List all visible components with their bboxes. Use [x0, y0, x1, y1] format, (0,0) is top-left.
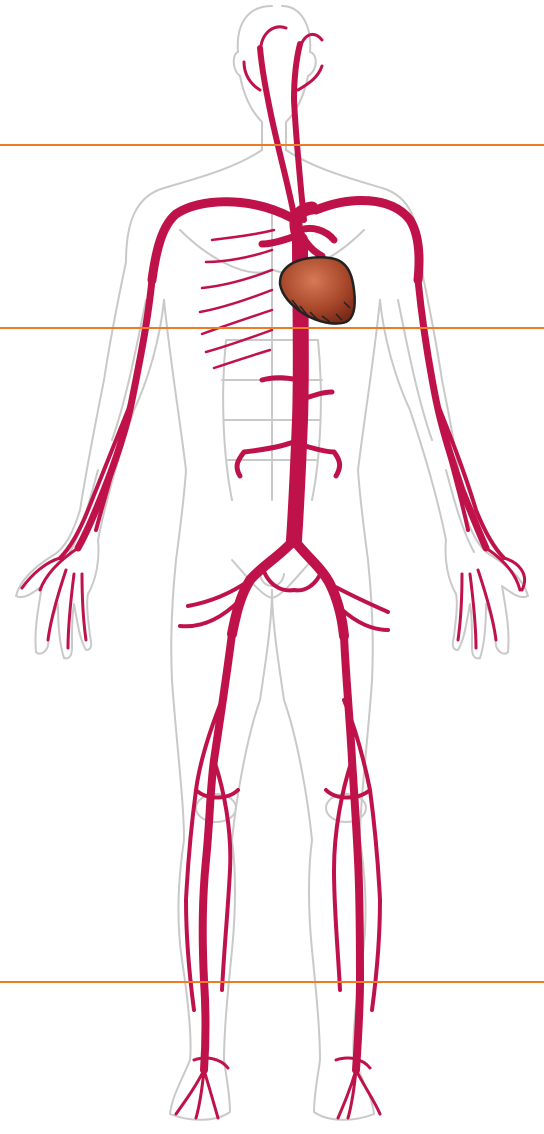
intercostal-arteries	[200, 230, 274, 368]
head-branches	[244, 27, 322, 90]
left-leg-outline	[170, 590, 272, 1120]
left-carotid-artery	[260, 48, 296, 226]
right-forearm-arteries	[436, 400, 504, 558]
torso-left-outline	[164, 300, 186, 680]
heart	[280, 257, 355, 323]
right-hand-arteries	[458, 548, 525, 648]
heart-shape	[280, 257, 355, 323]
right-carotid-artery	[294, 44, 304, 220]
left-torso-arm-outline	[16, 150, 262, 658]
right-torso-arm-outline	[286, 150, 528, 658]
left-hand-arteries	[22, 548, 86, 648]
arterial-network	[22, 27, 525, 1118]
abdominal-branches	[237, 378, 340, 476]
